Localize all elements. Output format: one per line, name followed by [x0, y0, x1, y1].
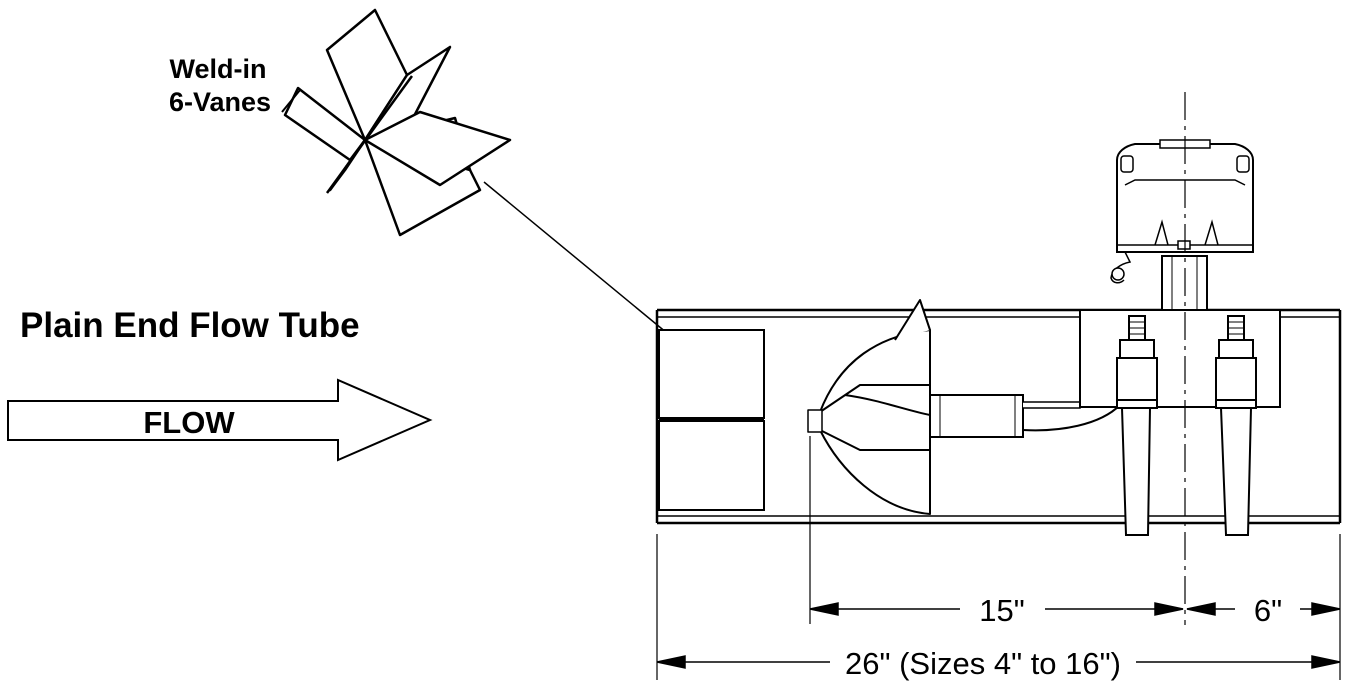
sensor-probe-left: [1116, 315, 1158, 536]
cable-gland: [1110, 251, 1132, 284]
flow-tube-title: Plain End Flow Tube: [20, 306, 360, 345]
cone-stem: [929, 394, 1121, 438]
flow-arrow-label: FLOW: [143, 405, 235, 440]
sensor-probe-right: [1215, 315, 1257, 536]
dimension-26-label: 26" (Sizes 4" to 16"): [845, 646, 1121, 681]
dimension-26: [656, 655, 1341, 669]
vanes-label-line2: 6-Vanes: [169, 87, 271, 117]
dimension-6-label: 6": [1254, 593, 1282, 628]
vanes-label-line1: Weld-in: [170, 54, 267, 84]
vane-spine-2: [328, 139, 367, 191]
dimension-6: [1186, 602, 1341, 616]
vane-block: [658, 329, 765, 511]
cone-element: [807, 299, 931, 515]
dimension-15-label: 15": [979, 593, 1025, 628]
flow-arrow: [7, 378, 433, 462]
vane-front-right: [363, 110, 512, 187]
vane-assembly-sketch: [283, 8, 512, 237]
dimension-15: [809, 602, 1184, 616]
dimension-extension-lines: [656, 436, 1341, 680]
vane-label-leader: [281, 89, 301, 113]
